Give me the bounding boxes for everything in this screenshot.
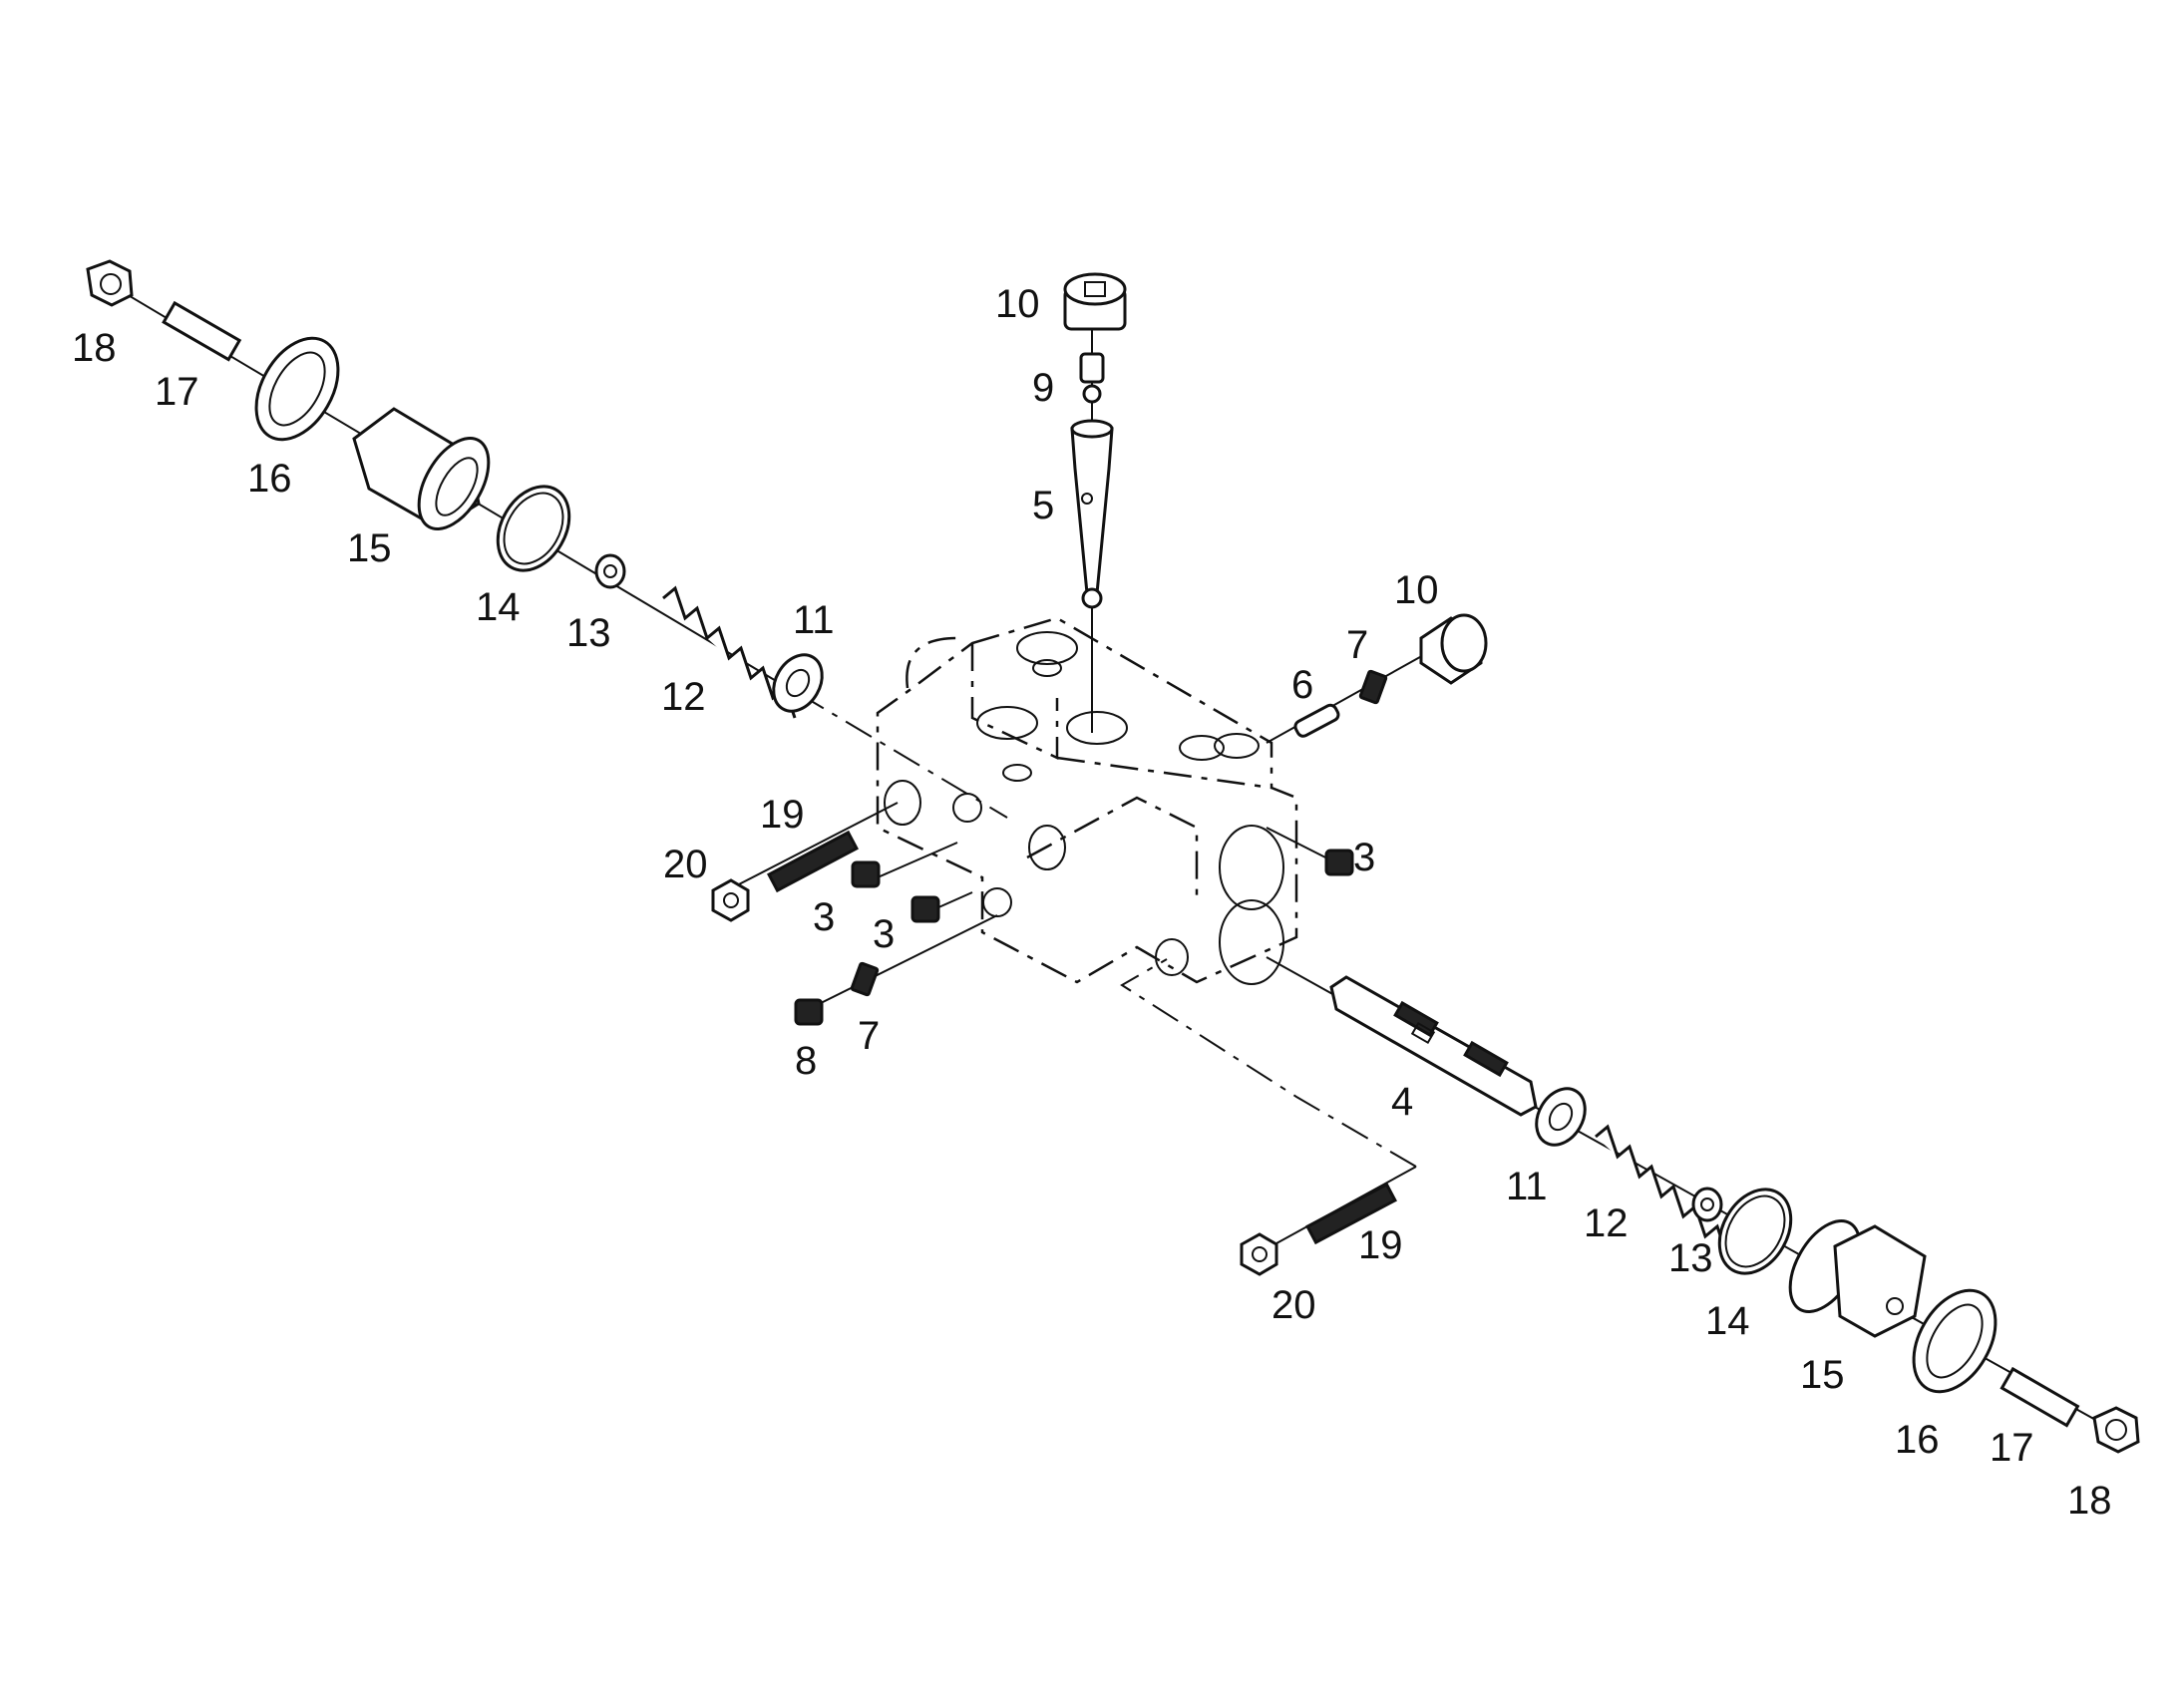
label-6: 6: [1291, 663, 1313, 707]
spring-12-lower: [1595, 1124, 1729, 1257]
label-15-upper: 15: [347, 526, 392, 570]
label-8: 8: [795, 1039, 817, 1083]
label-15-lower: 15: [1800, 1353, 1845, 1397]
label-19-lower: 19: [1358, 1223, 1403, 1267]
washer-13-upper: [594, 553, 626, 589]
nut-20-lower: [1240, 1232, 1278, 1276]
label-10-right: 10: [1394, 568, 1439, 612]
pin-9: [1079, 352, 1105, 404]
plug-3-lower-left: [851, 860, 881, 888]
label-7-lower: 7: [858, 1014, 880, 1058]
nut-18-upper: [86, 259, 134, 307]
label-10-top: 10: [995, 282, 1040, 326]
label-14-lower: 14: [1705, 1299, 1750, 1343]
spring-cap-15-lower: [1788, 1218, 1927, 1338]
label-4: 4: [1391, 1080, 1413, 1124]
shuttle-5: [1070, 419, 1114, 609]
spring-seat-11-lower: [1535, 1087, 1587, 1147]
label-5: 5: [1032, 484, 1054, 527]
ring-nut-16-upper: [254, 336, 340, 442]
label-3-right: 3: [1353, 836, 1375, 879]
part-number-labels: 18 17 16 15 14 13 12 11 10 9 5 10 7 6 19…: [72, 282, 2112, 1523]
ring-nut-16-lower: [1912, 1288, 1998, 1394]
label-18-upper: 18: [72, 326, 117, 370]
plug-10-top: [1063, 272, 1127, 331]
label-20-upper: 20: [663, 843, 708, 886]
plug-8: [794, 998, 824, 1026]
set-screw-17-upper: [162, 300, 242, 362]
label-16-upper: 16: [247, 457, 292, 501]
spool-4: [1329, 975, 1538, 1117]
spring-seat-11-upper: [772, 653, 824, 713]
clip-7-lower: [850, 961, 880, 997]
o-ring-14-upper: [496, 485, 571, 572]
stud-19-upper: [767, 830, 859, 893]
label-20-lower: 20: [1272, 1283, 1316, 1327]
label-19-upper: 19: [760, 793, 805, 837]
label-17-lower: 17: [1990, 1426, 2034, 1470]
spring-cap-15-upper: [352, 407, 491, 531]
plug-10-right: [1419, 613, 1488, 685]
label-11-upper: 11: [793, 598, 835, 642]
nut-18-lower: [2092, 1406, 2140, 1454]
label-3-lower-mid: 3: [873, 912, 895, 956]
plug-3-right: [1324, 849, 1354, 876]
label-13-upper: 13: [566, 611, 611, 655]
label-7-right: 7: [1346, 623, 1368, 667]
label-14-upper: 14: [476, 585, 521, 629]
label-9: 9: [1032, 366, 1054, 410]
label-17-upper: 17: [155, 370, 199, 414]
washer-13-lower: [1691, 1187, 1723, 1222]
set-screw-17-lower: [1999, 1366, 2080, 1428]
nut-20-upper: [711, 878, 750, 922]
pin-6: [1293, 703, 1340, 738]
label-13-lower: 13: [1668, 1236, 1713, 1280]
clip-7-right: [1358, 669, 1388, 705]
label-16-lower: 16: [1895, 1418, 1940, 1462]
spring-12-upper: [662, 585, 797, 719]
label-11-lower: 11: [1506, 1165, 1548, 1208]
label-3-lower-left: 3: [813, 895, 835, 939]
label-12-upper: 12: [661, 675, 706, 719]
valve-body: [876, 616, 1298, 985]
stud-19-lower: [1305, 1182, 1397, 1245]
label-12-lower: 12: [1584, 1201, 1629, 1245]
plug-3-lower-mid: [910, 895, 940, 923]
o-ring-14-lower: [1717, 1188, 1793, 1275]
label-18-lower: 18: [2067, 1479, 2112, 1523]
